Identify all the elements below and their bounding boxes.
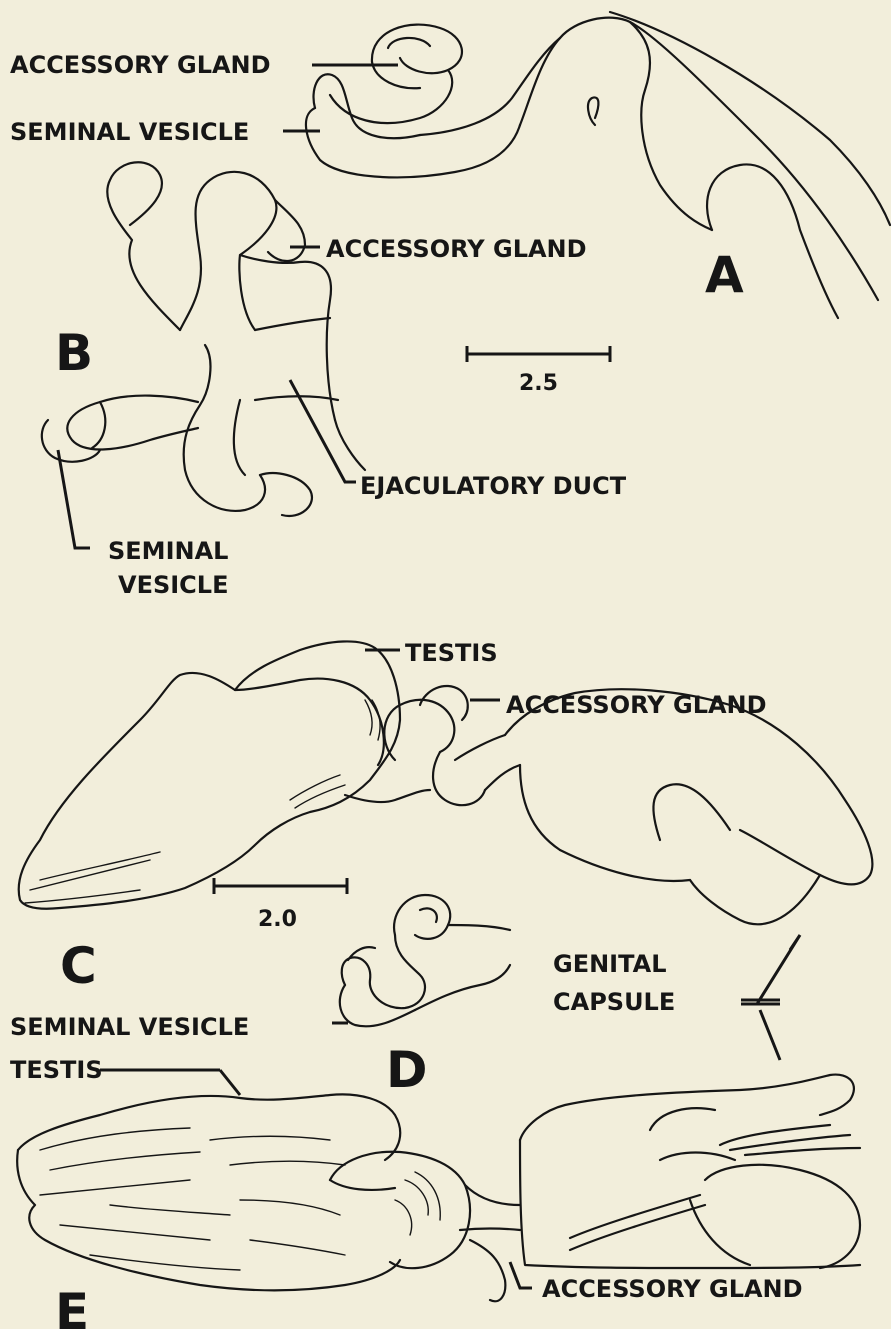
figure-b-accessory-gland-label: ACCESSORY GLAND (326, 235, 587, 263)
figure-a-seminal-vesicle-label: SEMINAL VESICLE (10, 118, 249, 146)
figure-e-testis-label: TESTIS (10, 1056, 103, 1084)
figure-a-letter: A (705, 246, 744, 304)
figure-b-seminal-vesicle-label-2: VESICLE (118, 571, 228, 599)
figure-b-seminal-vesicle-label-1: SEMINAL (108, 537, 228, 565)
figure-d-letter: D (386, 1041, 428, 1099)
figure-c-drawing (19, 641, 873, 924)
figure-d-genital-capsule-label-1: GENITAL (553, 950, 666, 978)
figure-e-letter: E (55, 1283, 89, 1329)
figure-b-ejaculatory-duct-label: EJACULATORY DUCT (360, 472, 627, 500)
figure-a-drawing (283, 12, 890, 318)
figure-c-letter: C (60, 937, 97, 995)
figure-c-scale-label: 2.0 (258, 907, 297, 932)
figure-b-scale-label: 2.5 (519, 371, 558, 396)
figure-d-genital-capsule-label-2: CAPSULE (553, 988, 675, 1016)
figure-a-accessory-gland-label: ACCESSORY GLAND (10, 51, 271, 79)
figure-e-accessory-gland-label: ACCESSORY GLAND (542, 1275, 803, 1303)
figure-b-letter: B (55, 324, 93, 382)
figure-e-drawing (17, 1070, 860, 1301)
figure-d-seminal-vesicle-label: SEMINAL VESICLE (10, 1013, 249, 1041)
figure-c-testis-label: TESTIS (405, 639, 498, 667)
figure-c-accessory-gland-label: ACCESSORY GLAND (506, 691, 767, 719)
